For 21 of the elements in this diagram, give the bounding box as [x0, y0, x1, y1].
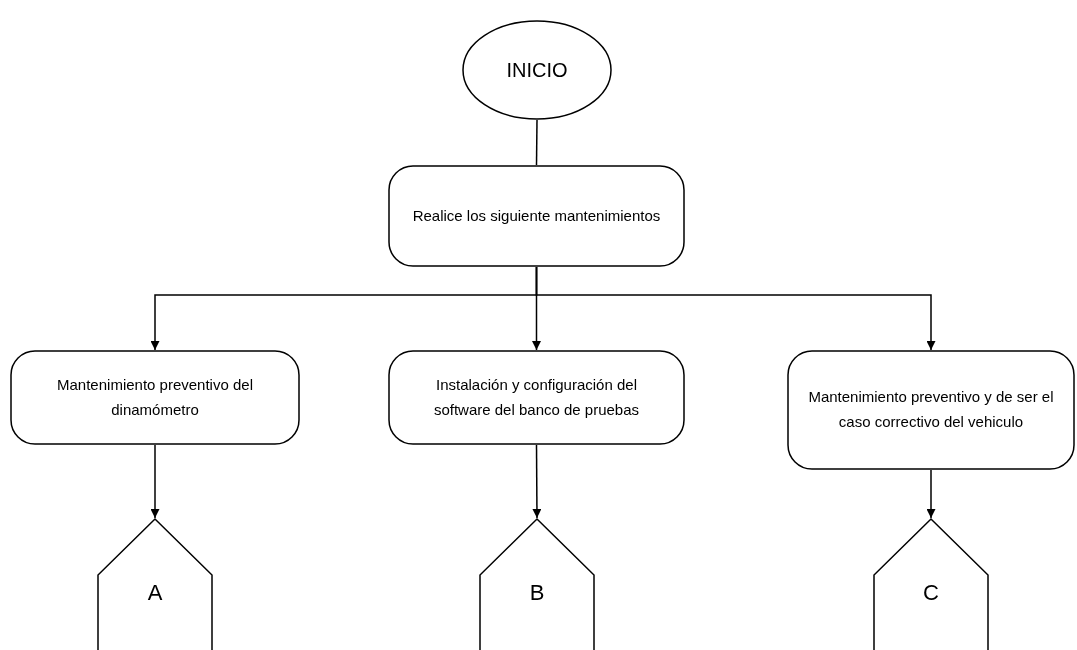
node-label: Mantenimiento preventivo y de ser el caso correctivo del vehiculo	[807, 387, 1055, 432]
process-box	[787, 350, 1075, 470]
process-box	[10, 350, 300, 445]
process-box	[388, 350, 685, 445]
arrow	[532, 444, 542, 519]
node-label: Mantenimiento preventivo del dinamómetro	[56, 374, 254, 420]
off-page-connector	[873, 518, 989, 650]
node-label: Realice los siguiente mantenimientos	[412, 205, 661, 226]
node-label: Instalación y configuración del software del banco de pruebas	[432, 374, 641, 420]
arrow	[926, 469, 936, 519]
start-ellipse	[462, 20, 612, 120]
node-label: INICIO	[506, 58, 568, 82]
off-page-connector	[97, 518, 213, 650]
arrow	[150, 444, 160, 519]
connector-line	[535, 119, 538, 166]
process-box	[388, 165, 685, 267]
node-label: A	[147, 580, 163, 607]
arrow	[535, 266, 936, 351]
node-label: C	[923, 580, 939, 607]
node-label: B	[529, 580, 545, 607]
off-page-connector	[479, 518, 595, 650]
